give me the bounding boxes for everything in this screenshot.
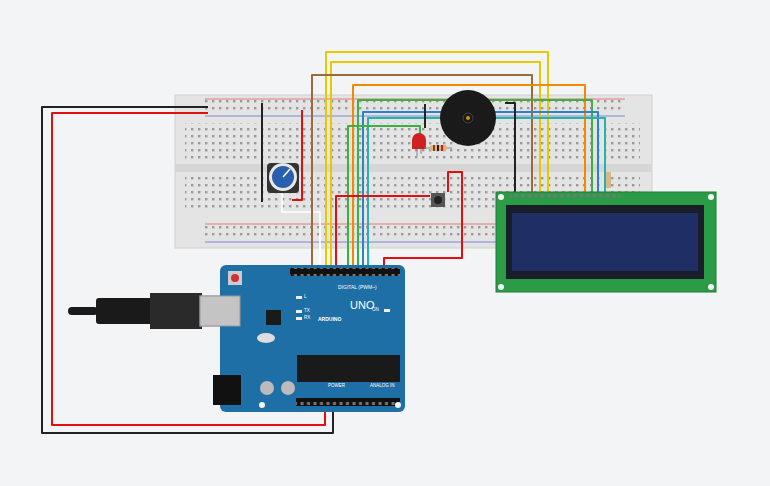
resistor bbox=[424, 145, 452, 151]
push-button bbox=[431, 193, 445, 207]
model-text: UNO bbox=[350, 300, 374, 311]
arduino-board bbox=[200, 265, 405, 412]
board-label: ON bbox=[372, 308, 379, 313]
board-label: TX bbox=[304, 309, 310, 314]
arduino-board: ARDUINO UNO bbox=[220, 265, 405, 412]
buzzer bbox=[440, 90, 496, 146]
usb-cable bbox=[68, 293, 240, 329]
board-label: ANALOG IN bbox=[370, 384, 395, 389]
board-label: DIGITAL (PWM~) bbox=[338, 285, 377, 290]
brand-text: ARDUINO bbox=[318, 317, 341, 322]
board-label: RX bbox=[304, 316, 310, 321]
board-label: POWER bbox=[328, 384, 345, 389]
potentiometer bbox=[267, 163, 299, 193]
lcd-display bbox=[496, 172, 716, 292]
board-label: L bbox=[304, 295, 307, 300]
led bbox=[412, 133, 426, 156]
